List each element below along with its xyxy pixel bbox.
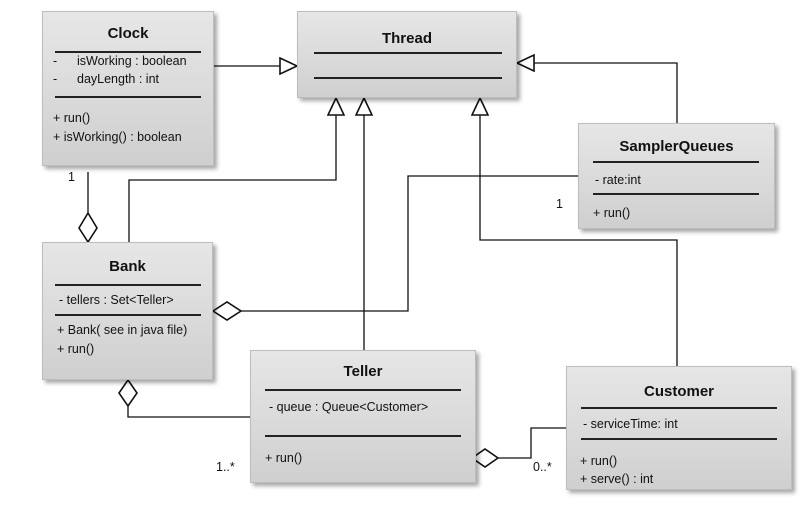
class-clock[interactable]: Clock - isWorking : boolean - dayLength …: [42, 11, 214, 166]
attribute-day-length: dayLength : int: [77, 72, 160, 86]
separator: [265, 435, 461, 437]
method-run: + run(): [53, 111, 91, 125]
attribute-queue: - queue : Queue<Customer>: [269, 400, 429, 414]
generalization-bank-thread: [128, 98, 336, 242]
separator: [314, 77, 502, 79]
separator: [593, 161, 759, 163]
aggregation-diamond-bank-sampler: [211, 301, 243, 321]
class-name: Bank: [109, 258, 146, 275]
method-run: + run(): [593, 206, 631, 220]
aggregation-teller-customer-line: [498, 427, 566, 459]
method-serve: + serve() : int: [580, 472, 654, 486]
attribute-marker: -: [53, 54, 58, 68]
method-bank-constructor: + Bank( see in java file): [57, 323, 188, 337]
aggregation-diamond-teller-customer: [470, 448, 500, 468]
attribute-service-time: - serviceTime: int: [583, 417, 678, 431]
method-is-working: + isWorking() : boolean: [53, 130, 182, 144]
class-teller[interactable]: Teller - queue : Queue<Customer> + run(): [250, 350, 476, 483]
class-name: Customer: [643, 383, 714, 400]
multiplicity-bank-teller: 1..*: [216, 460, 235, 474]
attribute-rate: - rate:int: [595, 173, 641, 187]
attribute-tellers: - tellers : Set<Teller>: [59, 293, 174, 307]
attribute-marker: -: [53, 72, 58, 86]
class-name: Thread: [381, 30, 432, 47]
separator: [314, 52, 502, 54]
method-run: + run(): [265, 451, 303, 465]
aggregation-bank-teller-line: [127, 406, 250, 418]
aggregation-diamond-bank-clock: [78, 211, 98, 244]
separator: [581, 407, 777, 409]
multiplicity-clock-bank: 1: [68, 170, 75, 184]
class-name: Teller: [343, 363, 383, 380]
class-sampler-queues[interactable]: SamplerQueues - rate:int + run(): [578, 123, 775, 229]
separator: [55, 96, 201, 98]
method-run: + run(): [57, 342, 95, 356]
separator: [593, 193, 759, 195]
separator: [55, 284, 201, 286]
aggregation-bank-sampler-line: [241, 175, 578, 312]
method-run: + run(): [580, 454, 618, 468]
separator: [55, 314, 201, 316]
class-thread[interactable]: Thread: [297, 11, 517, 98]
attribute-is-working: isWorking : boolean: [77, 54, 187, 68]
separator: [581, 438, 777, 440]
multiplicity-teller-customer: 0..*: [533, 460, 552, 474]
separator: [55, 51, 201, 53]
class-bank[interactable]: Bank - tellers : Set<Teller> + Bank( see…: [42, 242, 213, 380]
class-name: Clock: [107, 25, 149, 42]
class-customer[interactable]: Customer - serviceTime: int + run() + se…: [566, 366, 792, 490]
generalization-customer-thread: [480, 98, 678, 366]
generalization-sampler-thread: [517, 63, 678, 123]
separator: [265, 389, 461, 391]
multiplicity-bank-sampler: 1: [556, 197, 563, 211]
class-name: SamplerQueues: [619, 138, 734, 155]
aggregation-diamond-bank-teller: [118, 378, 138, 408]
